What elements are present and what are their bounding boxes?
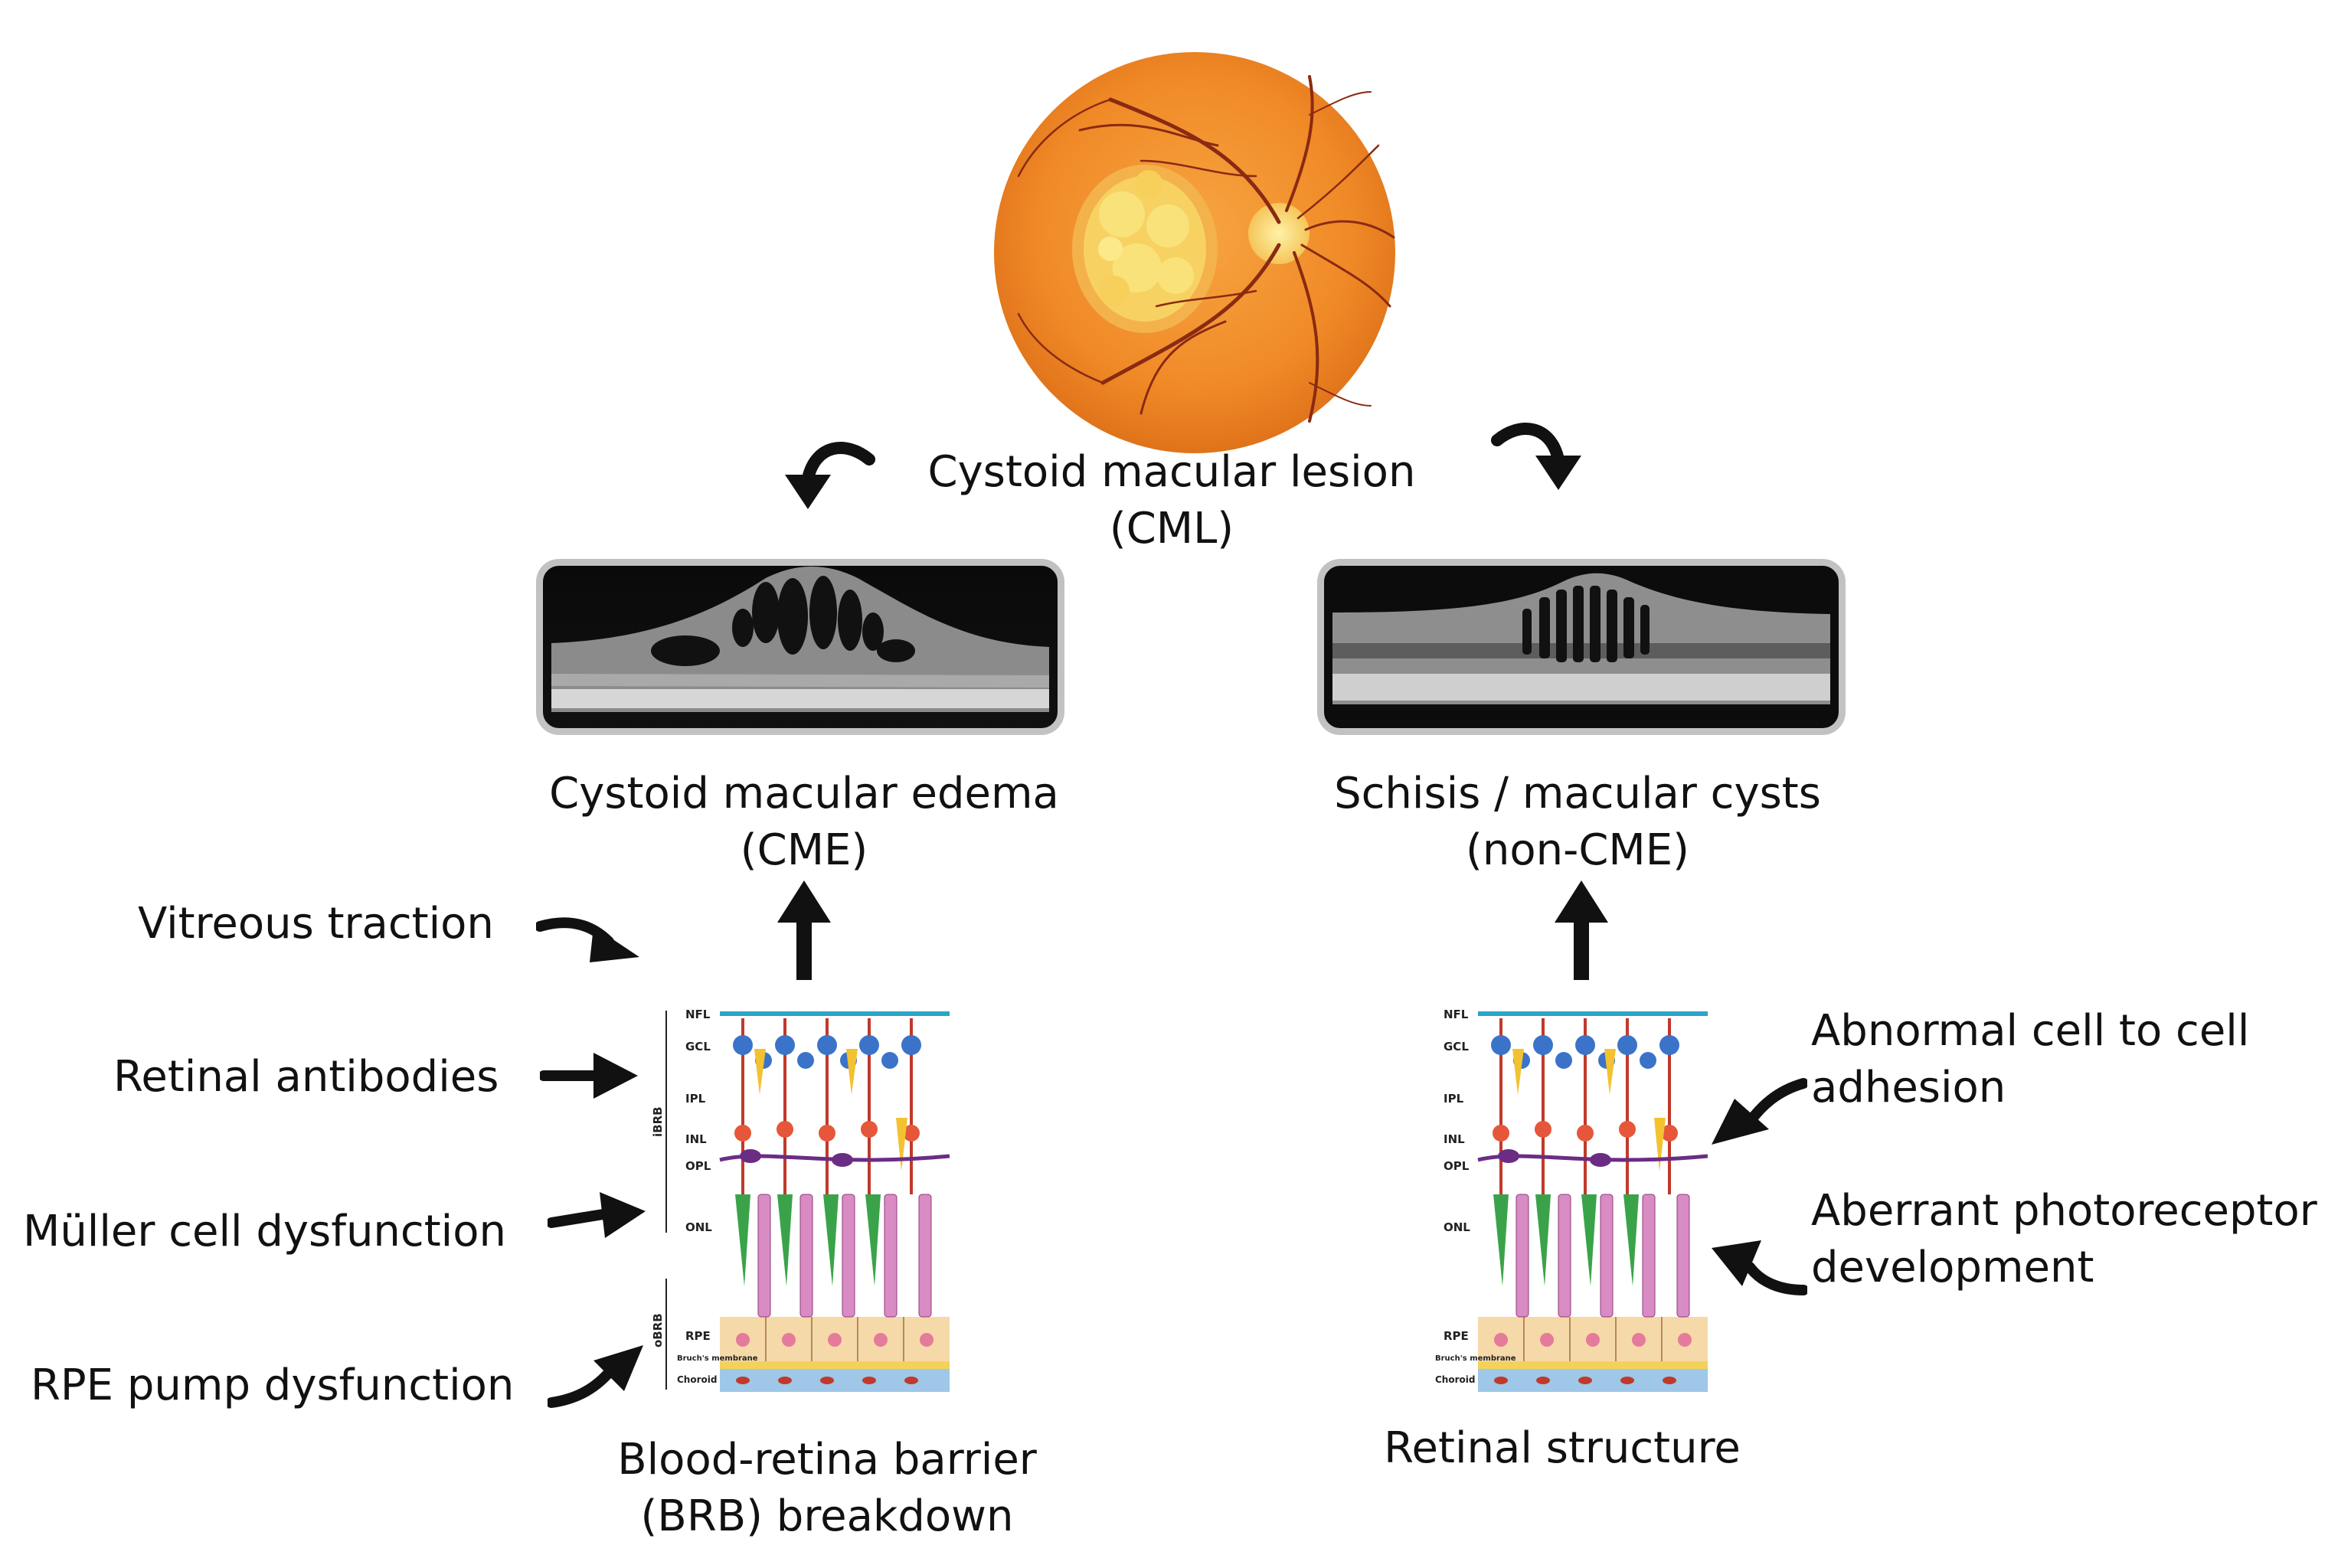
curved-arrow-right-icon — [1491, 423, 1581, 490]
up-arrow-left-icon — [777, 880, 831, 980]
cause-cell-adhesion-line1: Abnormal cell to cell — [1811, 1006, 2250, 1056]
layer-gcl: GCL — [685, 1040, 711, 1054]
cme-title: Cystoid macular edema (CME) — [498, 766, 1110, 879]
curved-arrow-left-icon — [785, 442, 875, 509]
optic-disc — [1248, 203, 1310, 264]
cause-cell-adhesion: Abnormal cell to cell adhesion — [1811, 1003, 2249, 1116]
oct-scan-schisis — [1317, 559, 1846, 735]
cause-cell-adhesion-line2: adhesion — [1811, 1063, 2006, 1112]
cause-muller-cell: Müller cell dysfunction — [23, 1207, 506, 1256]
arrow-photoreceptor-icon — [1712, 1240, 1807, 1295]
layer-gcl: GCL — [1444, 1040, 1469, 1054]
retina-diagram-right: NFL GCL IPL INL OPL ONL RPE Bruch's memb… — [1435, 1008, 1708, 1392]
brb-breakdown-line1: Blood-retina barrier — [617, 1435, 1037, 1485]
layer-bruchs: Bruch's membrane — [677, 1354, 758, 1363]
layer-onl: ONL — [1444, 1220, 1470, 1234]
layer-nfl: NFL — [685, 1008, 711, 1021]
layer-onl: ONL — [685, 1220, 712, 1234]
layer-opl: OPL — [685, 1159, 711, 1173]
cause-retinal-antibodies: Retinal antibodies — [113, 1052, 499, 1102]
ibrb-label: iBRB — [651, 1106, 665, 1137]
obrb-label: oBRB — [651, 1313, 665, 1348]
layer-ipl: IPL — [685, 1092, 706, 1106]
retinal-structure-label: Retinal structure — [1384, 1423, 1741, 1473]
cml-title-line1: Cystoid macular lesion — [927, 447, 1416, 497]
brb-breakdown-label: Blood-retina barrier (BRB) breakdown — [536, 1432, 1118, 1545]
layer-opl: OPL — [1444, 1159, 1470, 1173]
cause-photoreceptor-line1: Aberrant photoreceptor — [1811, 1186, 2317, 1236]
schisis-title-line2: (non-CME) — [1466, 825, 1689, 875]
oct-scan-cme — [536, 559, 1064, 735]
layer-bruchs: Bruch's membrane — [1435, 1354, 1516, 1363]
fundus-image — [994, 52, 1395, 453]
cme-title-line1: Cystoid macular edema — [549, 769, 1059, 818]
up-arrow-right-icon — [1555, 880, 1608, 980]
retina-diagram-left: NFL GCL IPL INL OPL ONL RPE Bruch's memb… — [651, 1008, 950, 1392]
cme-title-line2: (CME) — [740, 825, 868, 875]
retinal-vessels — [1017, 75, 1395, 423]
arrow-muller-icon — [548, 1192, 646, 1238]
layer-choroid: Choroid — [677, 1374, 717, 1385]
layer-choroid: Choroid — [1435, 1374, 1475, 1385]
brb-breakdown-line2: (BRB) breakdown — [640, 1491, 1014, 1541]
arrow-antibodies-icon — [540, 1053, 638, 1099]
cml-title: Cystoid macular lesion (CML) — [904, 444, 1440, 557]
layer-ipl: IPL — [1444, 1092, 1464, 1106]
layer-inl: INL — [685, 1132, 707, 1146]
layer-rpe: RPE — [685, 1329, 711, 1343]
arrow-rpe-icon — [548, 1345, 643, 1408]
cause-rpe-pump: RPE pump dysfunction — [31, 1361, 515, 1410]
cause-photoreceptor-line2: development — [1811, 1243, 2094, 1292]
layer-nfl: NFL — [1444, 1008, 1469, 1021]
macular-lesion — [1072, 165, 1218, 333]
layer-rpe: RPE — [1444, 1329, 1469, 1343]
cml-title-line2: (CML) — [1109, 504, 1234, 554]
layer-inl: INL — [1444, 1132, 1465, 1146]
schisis-title: Schisis / macular cysts (non-CME) — [1271, 766, 1884, 879]
schisis-title-line1: Schisis / macular cysts — [1334, 769, 1821, 818]
cause-vitreous-traction: Vitreous traction — [138, 899, 494, 949]
cause-photoreceptor: Aberrant photoreceptor development — [1811, 1183, 2317, 1296]
arrow-vitreous-icon — [536, 917, 639, 962]
arrow-adhesion-icon — [1712, 1078, 1807, 1145]
